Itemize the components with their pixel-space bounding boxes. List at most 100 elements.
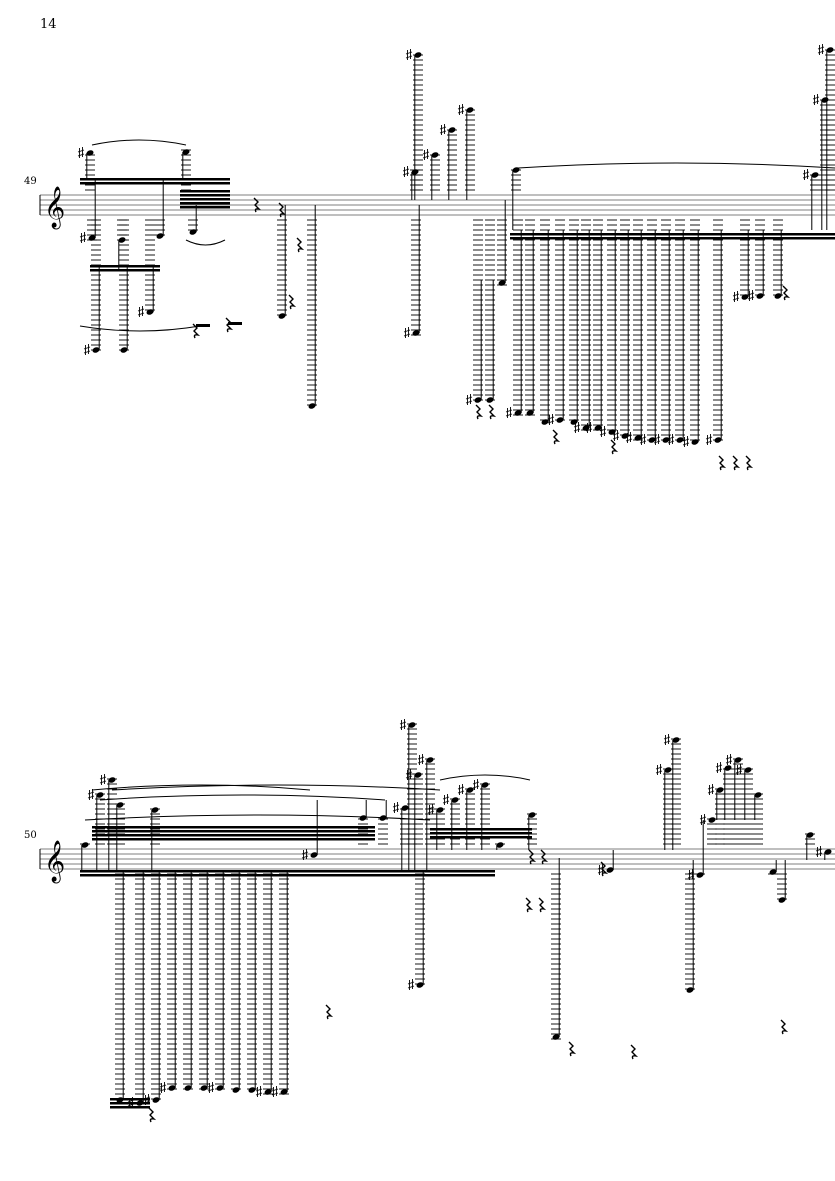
notehead <box>81 842 89 848</box>
sharp-icon <box>79 232 87 243</box>
slur <box>91 139 187 146</box>
notehead <box>664 767 672 773</box>
notehead <box>756 293 764 299</box>
notehead <box>412 330 420 336</box>
sharp-icon <box>399 719 407 730</box>
rest-icon <box>528 849 537 865</box>
notehead <box>734 757 742 763</box>
notehead <box>486 397 494 403</box>
rest-icon <box>745 455 754 471</box>
slur <box>99 794 386 801</box>
rest-icon <box>488 404 497 420</box>
rest-icon <box>568 1041 577 1057</box>
slur <box>91 784 311 791</box>
sharp-icon <box>402 166 410 177</box>
sharp-icon <box>699 814 707 825</box>
sharp-icon <box>667 434 675 445</box>
notehead <box>448 127 456 133</box>
notehead <box>774 293 782 299</box>
notehead <box>308 403 316 409</box>
sharp-icon <box>77 147 85 158</box>
rest-icon <box>610 439 619 455</box>
notehead <box>514 410 522 416</box>
notehead <box>466 787 474 793</box>
sharp-icon <box>417 754 425 765</box>
notehead <box>608 429 616 435</box>
notehead <box>811 172 819 178</box>
sharp-icon <box>817 44 825 55</box>
beam <box>180 198 230 201</box>
rest-icon <box>630 1044 639 1060</box>
notehead <box>264 1089 272 1095</box>
notehead <box>716 787 724 793</box>
notehead <box>86 150 94 156</box>
rest-icon <box>782 285 791 301</box>
notehead <box>474 397 482 403</box>
notehead <box>512 167 520 173</box>
rest-icon <box>475 404 484 420</box>
beam <box>180 190 230 193</box>
multi-rest <box>196 324 210 327</box>
sharp-icon <box>255 1086 263 1097</box>
notehead <box>310 852 318 858</box>
sharp-icon <box>747 290 755 301</box>
sharp-icon <box>301 849 309 860</box>
sharp-icon <box>802 169 810 180</box>
beam <box>180 206 230 209</box>
measure-number-49: 49 <box>24 176 37 187</box>
notehead <box>528 812 536 818</box>
sharp-icon <box>612 430 620 441</box>
rest-icon <box>288 294 297 310</box>
beam <box>92 830 375 833</box>
sharp-icon <box>271 1086 279 1097</box>
beam <box>92 834 375 837</box>
sharp-icon <box>735 764 743 775</box>
notehead <box>152 1097 160 1103</box>
notehead <box>156 233 164 239</box>
rest-icon <box>225 317 234 333</box>
notehead <box>724 765 732 771</box>
beam <box>510 233 835 236</box>
rest-icon <box>600 861 609 877</box>
sharp-icon <box>457 104 465 115</box>
sharp-icon <box>682 436 690 447</box>
notehead <box>691 439 699 445</box>
beam <box>92 838 375 841</box>
rest-icon <box>780 1019 789 1035</box>
rest-icon <box>253 197 262 213</box>
rest-icon <box>325 1004 334 1020</box>
sharp-icon <box>815 846 823 857</box>
notehead <box>408 722 416 728</box>
rest-icon <box>732 455 741 471</box>
beam <box>430 828 532 831</box>
notehead <box>436 807 444 813</box>
notehead <box>151 807 159 813</box>
notehead <box>120 347 128 353</box>
beam <box>90 265 160 268</box>
sharp-icon <box>465 394 473 405</box>
sharp-icon <box>625 432 633 443</box>
notehead <box>401 805 409 811</box>
notehead <box>556 417 564 423</box>
notehead <box>96 792 104 798</box>
notehead <box>552 1034 560 1040</box>
sharp-icon <box>99 774 107 785</box>
sharp-icon <box>457 784 465 795</box>
beam <box>430 832 532 835</box>
notehead <box>744 767 752 773</box>
measure-number-50: 50 <box>24 830 37 841</box>
notehead <box>116 802 124 808</box>
notehead <box>708 817 716 823</box>
sharp-icon <box>573 422 581 433</box>
notehead <box>168 1085 176 1091</box>
sharp-icon <box>137 306 145 317</box>
sharp-icon <box>585 422 593 433</box>
sharp-icon <box>707 784 715 795</box>
beam <box>92 826 375 829</box>
sharp-icon <box>159 1082 167 1093</box>
beam <box>430 836 532 839</box>
sharp-icon <box>439 124 447 135</box>
notehead <box>451 797 459 803</box>
rest-icon <box>540 849 549 865</box>
